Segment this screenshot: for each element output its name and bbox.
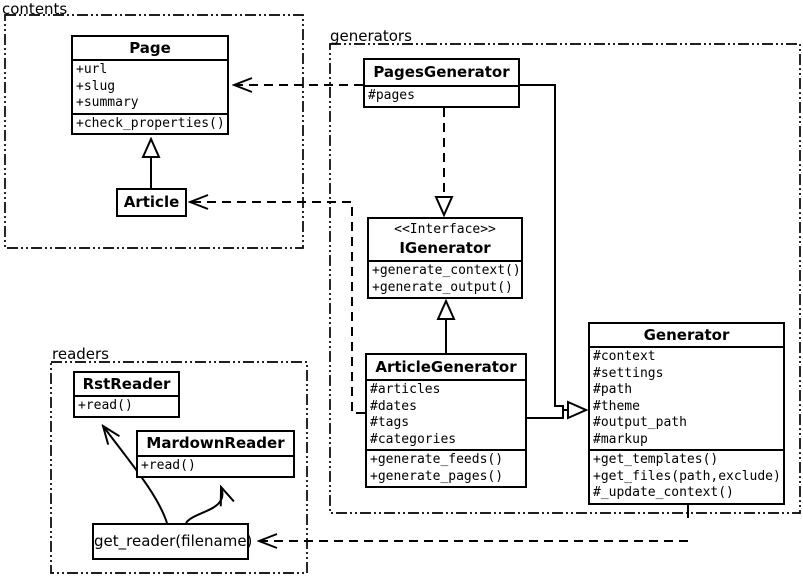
class-mardownreader-name: MardownReader bbox=[146, 434, 285, 452]
attribute: +url bbox=[76, 62, 108, 77]
method: +read() bbox=[141, 458, 196, 473]
class-generator-attributes: #context #settings #path #theme #output_… bbox=[590, 346, 783, 449]
class-pagesgenerator: PagesGenerator #pages bbox=[363, 58, 520, 108]
class-igenerator-stereotype: <<Interface>> bbox=[394, 222, 496, 237]
package-border-contents bbox=[4, 14, 304, 249]
arrow-getreader-mardownreader bbox=[185, 487, 222, 524]
attribute: #categories bbox=[370, 431, 457, 447]
class-page-attributes: +url +slug +summary bbox=[73, 59, 227, 113]
attribute: +summary bbox=[76, 95, 139, 110]
method: #_update_context() bbox=[593, 485, 734, 500]
class-generator: Generator #context #settings #path #them… bbox=[588, 322, 785, 505]
method: +generate_context() bbox=[372, 263, 518, 278]
method: +generate_pages() bbox=[370, 468, 504, 484]
class-articlegenerator-name: ArticleGenerator bbox=[375, 358, 517, 376]
method: +get_templates() bbox=[593, 452, 719, 467]
method: +check_properties() bbox=[76, 115, 224, 131]
class-igenerator: <<Interface>> IGenerator +generate_conte… bbox=[367, 217, 523, 299]
class-pagesgenerator-attributes: #pages bbox=[365, 85, 518, 106]
class-rstreader: RstReader +read() bbox=[73, 371, 180, 418]
method: +generate_feeds() bbox=[370, 452, 504, 467]
attribute: #markup bbox=[593, 431, 648, 447]
class-articlegenerator: ArticleGenerator #articles #dates #tags … bbox=[365, 353, 527, 488]
method: +generate_output() bbox=[372, 279, 513, 295]
class-igenerator-methods: +generate_context() +generate_output() bbox=[369, 260, 521, 297]
class-page: Page +url +slug +summary +check_properti… bbox=[71, 35, 229, 135]
class-rstreader-methods: +read() bbox=[75, 395, 178, 416]
attribute: +slug bbox=[76, 78, 116, 94]
class-page-name: Page bbox=[129, 39, 171, 57]
attribute: #pages bbox=[368, 88, 415, 103]
class-page-methods: +check_properties() bbox=[73, 112, 227, 134]
attribute: #articles bbox=[370, 382, 441, 397]
package-label-generators: generators bbox=[330, 27, 412, 45]
method: +get_files(path,exclude) bbox=[593, 468, 780, 484]
class-mardownreader-methods: +read() bbox=[138, 455, 293, 476]
generalization-pagesgenerator-generator bbox=[520, 84, 586, 410]
class-articlegenerator-methods: +generate_feeds() +generate_pages() bbox=[367, 449, 525, 486]
class-generator-methods: +get_templates() +get_files(path,exclude… bbox=[590, 449, 783, 503]
class-articlegenerator-attributes: #articles #dates #tags #categories bbox=[367, 379, 525, 449]
attribute: #context bbox=[593, 349, 656, 364]
class-article: Article bbox=[116, 188, 187, 217]
package-label-readers: readers bbox=[52, 345, 109, 363]
attribute: #dates bbox=[370, 398, 417, 414]
method: +read() bbox=[78, 398, 133, 413]
class-igenerator-name: IGenerator bbox=[399, 239, 491, 257]
class-pagesgenerator-name: PagesGenerator bbox=[373, 63, 510, 81]
dependency-articlegenerator-article bbox=[190, 202, 365, 414]
attribute: #settings bbox=[593, 365, 664, 381]
package-label-contents: contents bbox=[2, 0, 68, 18]
attribute: #theme bbox=[593, 398, 640, 414]
generalization-articlegenerator-generator bbox=[527, 410, 564, 419]
class-article-name: Article bbox=[123, 193, 180, 211]
attribute: #tags bbox=[370, 415, 410, 430]
package-border-readers bbox=[50, 361, 308, 574]
get-reader-box: get_reader(filename) bbox=[92, 523, 252, 560]
class-mardownreader: MardownReader +read() bbox=[136, 430, 295, 478]
attribute: #path bbox=[593, 382, 633, 397]
class-rstreader-name: RstReader bbox=[82, 375, 171, 393]
package-border-generators bbox=[329, 43, 801, 514]
class-generator-name: Generator bbox=[643, 326, 730, 344]
attribute: #output_path bbox=[593, 415, 687, 430]
